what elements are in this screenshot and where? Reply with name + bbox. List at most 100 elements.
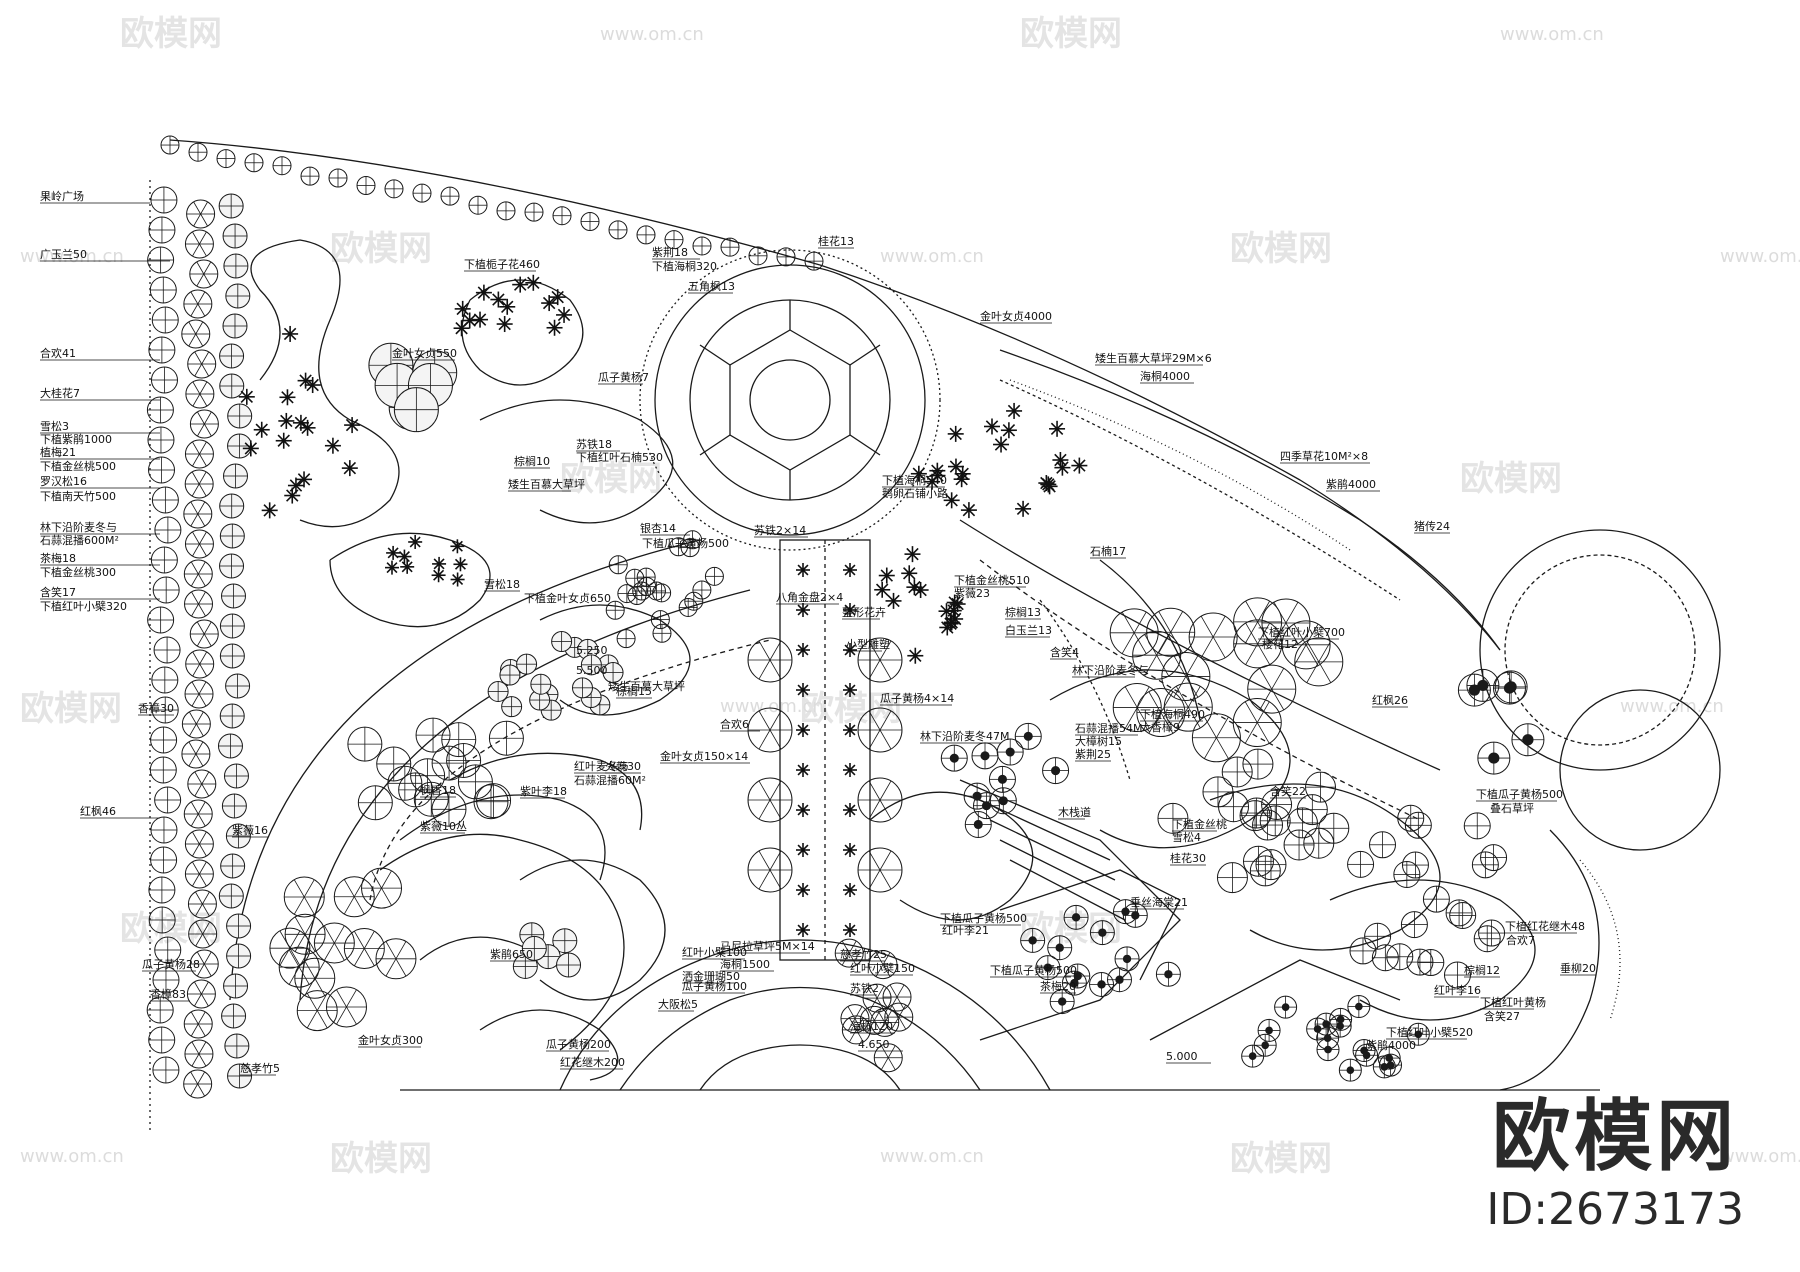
plant-label: 红枫46 [80, 804, 116, 818]
tree-symbol [1089, 920, 1115, 946]
tree-symbol [227, 403, 253, 429]
shrub-symbol [843, 923, 857, 937]
tree-symbol [776, 247, 796, 267]
plant-label: 林下沿阶麦冬47M [920, 729, 1010, 743]
tree-symbol [1316, 1026, 1340, 1050]
plant-label: 下植栀子花460 [464, 257, 540, 271]
tree-symbol [189, 619, 219, 649]
tree-symbol [617, 584, 637, 604]
plant-label: 红叶小檗150 [850, 961, 915, 975]
tree-symbol [1283, 829, 1315, 861]
tree-symbol [530, 673, 552, 695]
tree-symbol [704, 566, 724, 586]
tree-symbol [1445, 899, 1473, 927]
tree-symbol [473, 784, 509, 820]
tree-symbol [1364, 922, 1392, 950]
shrub-symbol [386, 545, 401, 560]
tree-symbol [457, 764, 493, 800]
tree-symbol [1089, 971, 1115, 997]
tree-symbol [972, 792, 1000, 820]
tree-symbol [1422, 885, 1450, 913]
tree-symbol [184, 829, 214, 859]
plant-label: 瓜子黄杨7 [598, 370, 649, 384]
tree-symbol [476, 783, 512, 819]
tree-symbol [692, 236, 712, 256]
shrub-symbol [904, 546, 921, 563]
tree-symbol [1218, 791, 1250, 823]
shrub-symbol [541, 295, 558, 312]
tree-symbol [148, 336, 176, 364]
tree-symbol [971, 742, 999, 770]
shrub-symbol [496, 316, 513, 333]
tree-symbol [218, 193, 244, 219]
tree-symbol [636, 567, 656, 587]
plant-label: 紫荆18 [652, 246, 688, 259]
tree-symbol [1347, 850, 1375, 878]
tree-symbol [1492, 671, 1526, 705]
shrub-symbol [324, 437, 341, 454]
tree-symbol [1233, 619, 1283, 669]
tree-symbol [1063, 904, 1089, 930]
plant-label: 下植瓜子黄杨500 [990, 963, 1077, 977]
tree-symbol [184, 1039, 214, 1069]
plant-label: 果岭广场 [40, 189, 84, 203]
tree-symbol [834, 938, 864, 968]
watermark-url: www.om.cn [600, 24, 704, 45]
tree-symbol [748, 246, 768, 266]
tree-symbol [187, 769, 217, 799]
plant-label: 下植金丝桃300 [40, 565, 116, 579]
tree-symbol [720, 237, 740, 257]
tree-symbol [602, 662, 624, 684]
tree-symbol [1473, 925, 1501, 953]
plant-label: 棕榈15 [616, 684, 652, 698]
plant-label: 紫鹃4000 [1326, 477, 1376, 491]
tree-symbol [1242, 748, 1274, 780]
tree-symbol [636, 225, 656, 245]
plant-label: 下植瓜子黄杨500 [642, 536, 729, 550]
tree-symbol [224, 1033, 250, 1059]
tree-symbol [1042, 757, 1070, 785]
tree-symbol [499, 664, 521, 686]
shrub-symbol [287, 477, 304, 494]
shrub-symbol [275, 432, 292, 449]
shrub-symbol [843, 843, 857, 857]
tree-symbol [552, 206, 572, 226]
shrub-symbol [796, 603, 810, 617]
plant-label: 红叶麦冬与 [574, 759, 629, 773]
tree-symbol [840, 1004, 870, 1034]
tree-symbol [272, 156, 292, 176]
tree-symbol [1157, 802, 1189, 834]
tree-symbol [226, 943, 252, 969]
tree-symbol [278, 946, 320, 988]
tree-symbol [692, 580, 712, 600]
model-id: ID:2673173 [1486, 1184, 1744, 1235]
tree-symbol [1349, 937, 1377, 965]
tree-symbol [747, 847, 793, 893]
plant-label: 红叶李21 [942, 923, 989, 937]
watermark-url: www.om.cn [20, 1146, 124, 1167]
tree-symbol [1259, 805, 1291, 837]
tree-symbol [1191, 713, 1241, 763]
shrub-symbol [796, 843, 810, 857]
watermark-logo: 欧模网 [1460, 459, 1562, 499]
plant-label: 石楠17 [1090, 544, 1126, 558]
plant-label: 金叶女贞550 [392, 346, 457, 360]
shrub-symbol [843, 563, 857, 577]
tree-symbol [184, 529, 214, 559]
tree-symbol [580, 212, 600, 232]
shrub-symbol [472, 311, 489, 328]
plant-label: 下植金丝桃500 [40, 459, 116, 473]
shrub-symbol [796, 563, 810, 577]
tree-symbol [146, 996, 174, 1024]
shrub-symbol [297, 372, 314, 389]
shrub-symbol [450, 539, 465, 554]
plant-label: 合欢41 [40, 346, 76, 360]
plant-label: 植梅21 [40, 445, 76, 459]
tree-symbol [1466, 668, 1500, 702]
tree-symbol [1463, 812, 1491, 840]
tree-symbol [184, 439, 214, 469]
tree-symbol [1241, 1044, 1265, 1068]
tree-symbol [296, 990, 338, 1032]
tree-symbol [1274, 995, 1298, 1019]
